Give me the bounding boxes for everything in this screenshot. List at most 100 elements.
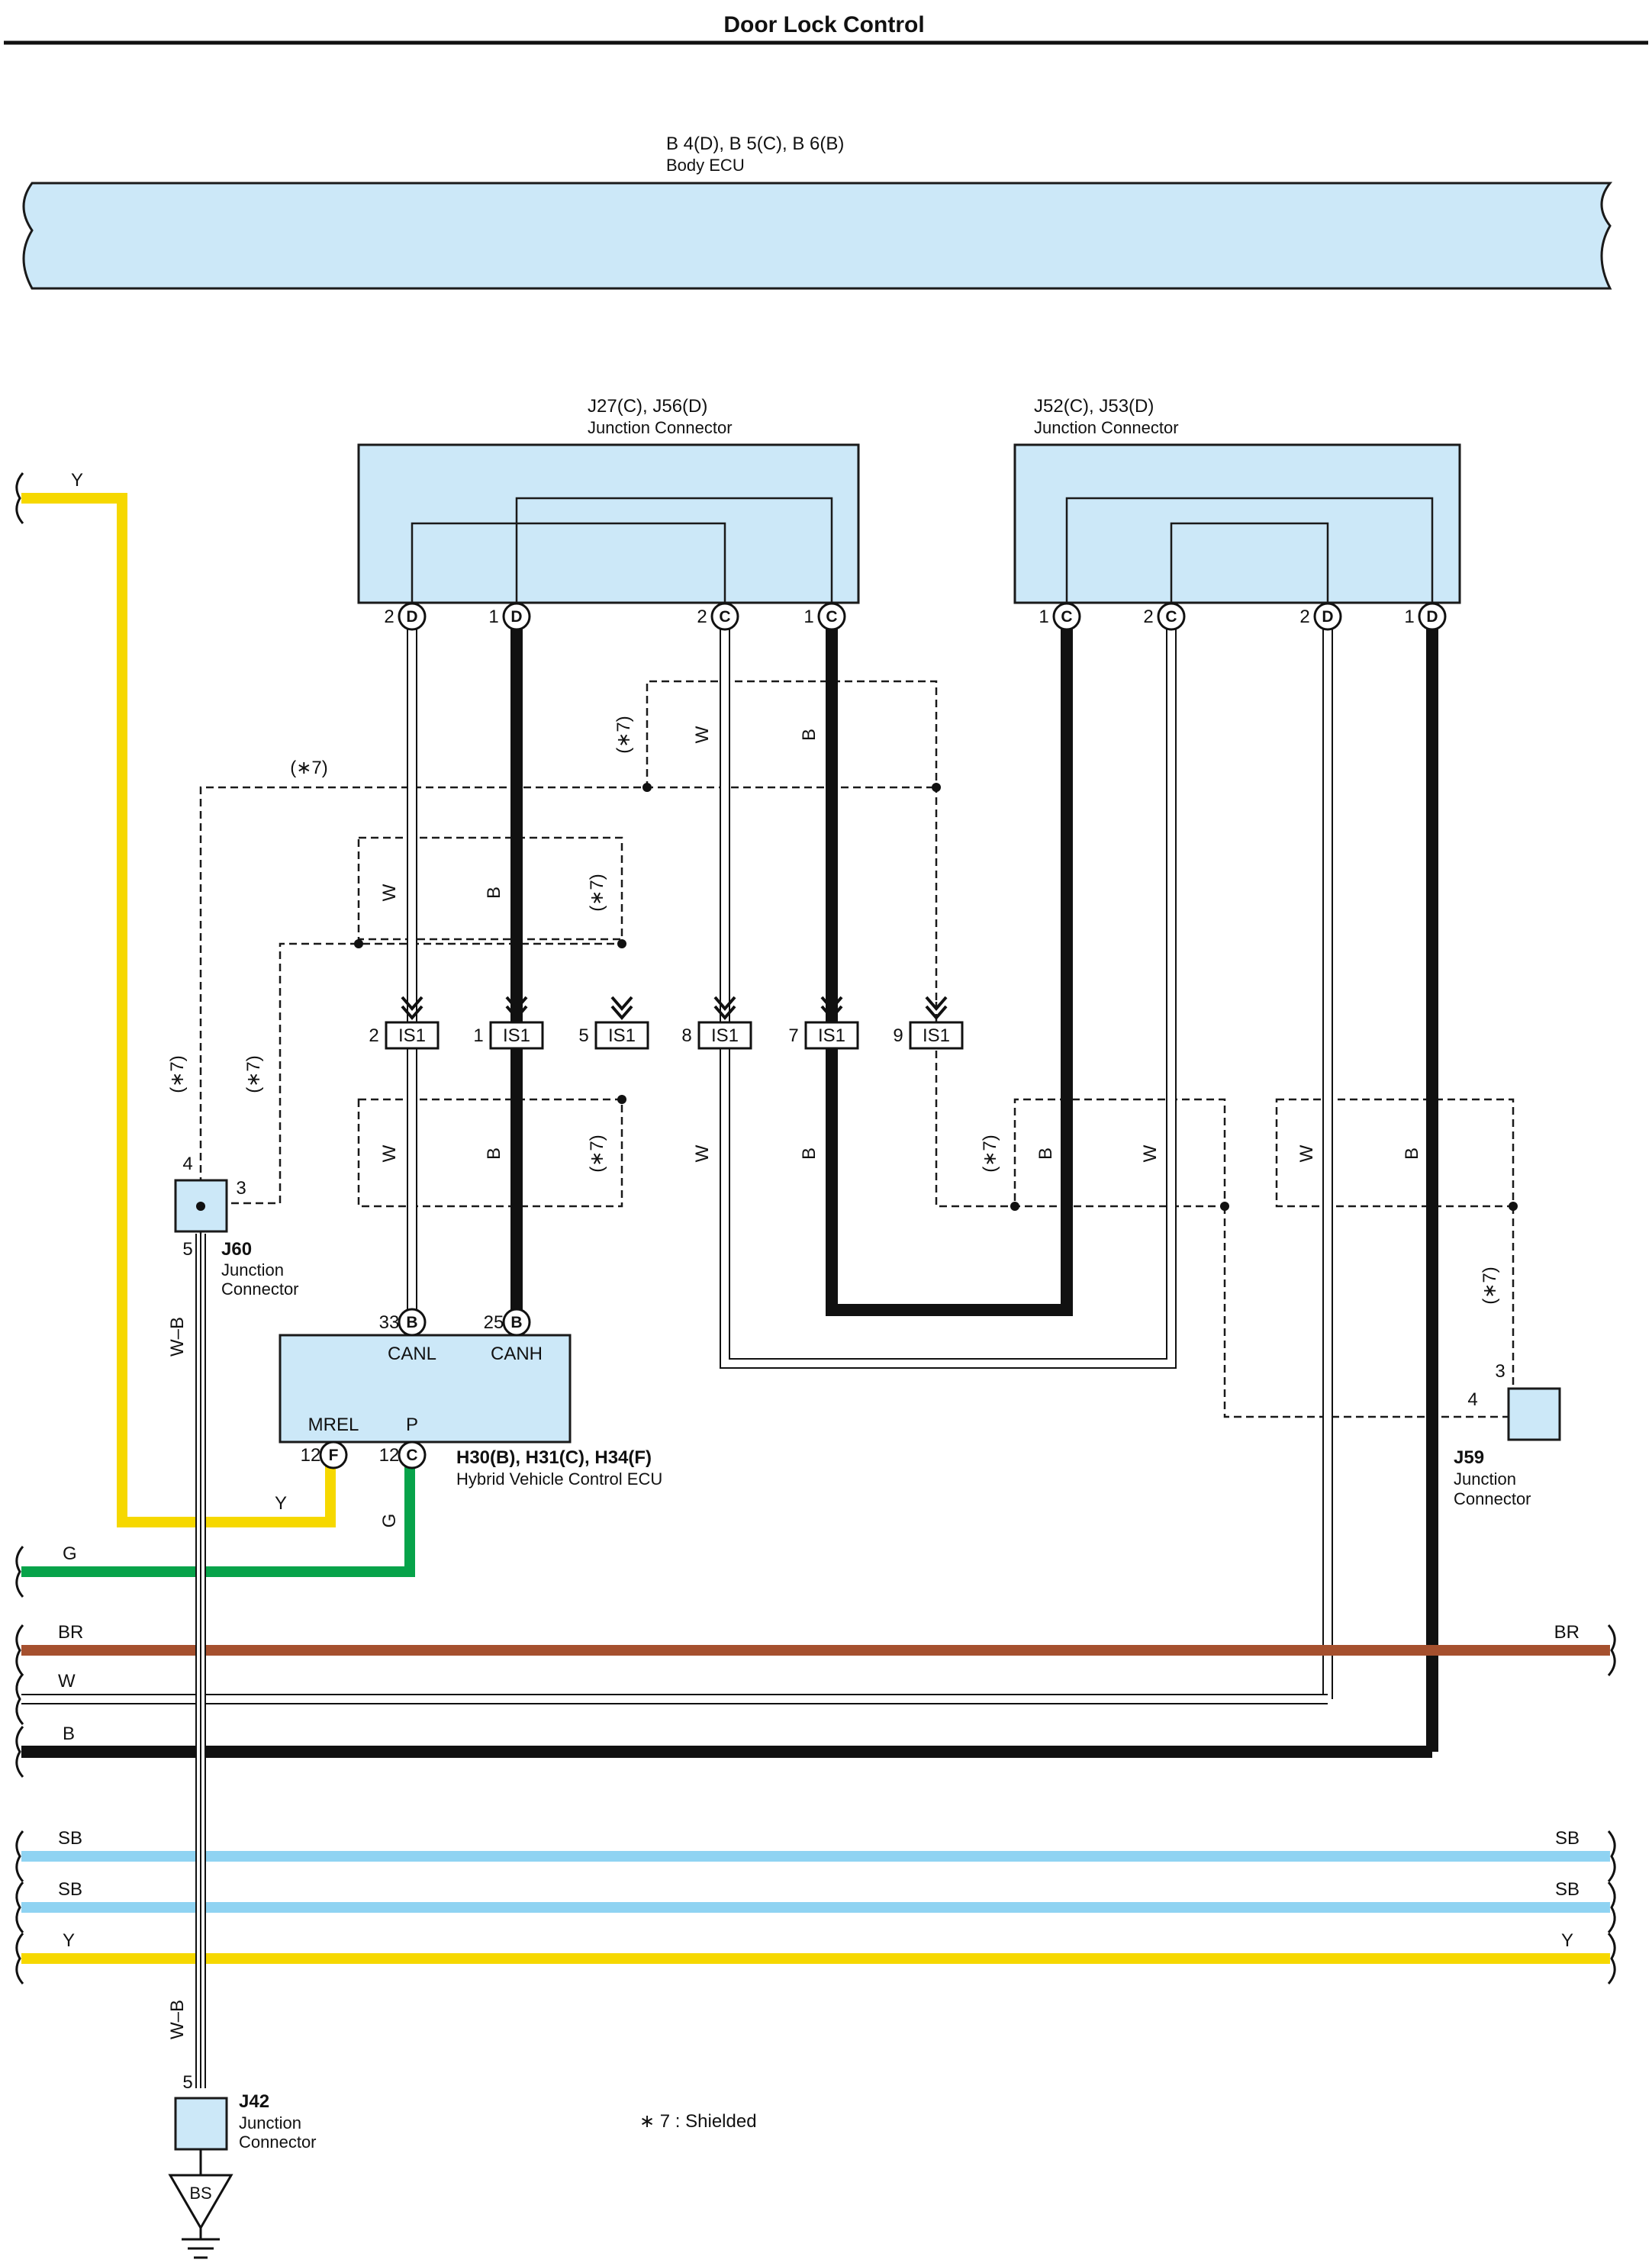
- jc-right-internal-d: [1170, 522, 1329, 603]
- jc-right-name: Junction Connector: [1034, 418, 1179, 437]
- j60-pin-b: 3: [236, 1178, 246, 1199]
- hv-ecu-p: P: [406, 1415, 418, 1435]
- wire-tag-5: B: [799, 729, 820, 741]
- jc-right-pin-3-circle: [1418, 602, 1447, 631]
- hv-pin-canl-letter: B: [406, 1314, 417, 1331]
- jc-right-pin-3-letter: D: [1426, 608, 1438, 626]
- body-ecu-code: B 4(D), B 5(C), B 6(B): [666, 134, 844, 154]
- ground-label: BS: [189, 2184, 211, 2203]
- jc-right-pin-2-circle: [1313, 602, 1342, 631]
- j59-line1: Junction: [1454, 1469, 1516, 1489]
- j59-line2: Connector: [1454, 1489, 1531, 1508]
- body-ecu-box: [22, 182, 1613, 290]
- jc-left-pin-0-circle: [398, 602, 427, 631]
- hv-ecu-canh: CANH: [491, 1344, 543, 1364]
- jc-left-pin-1-number: 1: [488, 607, 498, 627]
- can-wires: [407, 626, 1438, 1752]
- wire-tag-9: W: [1140, 1144, 1161, 1162]
- jc-left-pin-2-number: 2: [697, 607, 707, 627]
- shield-junction-dots: [196, 783, 1518, 1211]
- bus-lines: [21, 493, 1610, 1964]
- hv-pin-canh-letter: B: [510, 1314, 522, 1331]
- j59-box: [1507, 1387, 1561, 1441]
- is1-label-5: IS1: [923, 1025, 950, 1046]
- jc-left-pin-1-circle: [502, 602, 531, 631]
- j60-pin-c: 5: [182, 1239, 192, 1260]
- body-ecu-name: Body ECU: [666, 156, 745, 175]
- is1-box-0: [385, 1021, 440, 1050]
- wire-tag-0: W: [379, 884, 400, 901]
- hv-pin-canl-number: 33: [379, 1312, 400, 1333]
- jc-right-pin-0-number: 1: [1039, 607, 1048, 627]
- jc-left-pin-3-letter: C: [826, 608, 837, 626]
- jc-left-name: Junction Connector: [588, 418, 733, 437]
- bus-tag-1: G: [63, 1543, 77, 1564]
- wire-tag-7: B: [799, 1147, 820, 1160]
- bus-tag-10: SB: [1555, 1879, 1580, 1900]
- is1-label-2: IS1: [608, 1025, 636, 1046]
- hv-pin-canl-circle: [398, 1308, 427, 1337]
- is1-chevron-b-1: [505, 1005, 528, 1021]
- jc-right-pin-1-circle: [1157, 602, 1186, 631]
- shield-tag-4: (∗7): [243, 1055, 264, 1093]
- wire-tag-1: B: [484, 887, 504, 899]
- bus-tag-8: BR: [1554, 1622, 1580, 1643]
- is1-label-1: IS1: [503, 1025, 530, 1046]
- shield-tag-1: (∗7): [587, 874, 607, 911]
- bus-tag-11: Y: [1561, 1930, 1573, 1951]
- jc-left-pin-0-letter: D: [406, 608, 417, 626]
- wire-tag-12: W–B: [167, 1317, 188, 1357]
- bus-tag-3: W: [58, 1671, 76, 1691]
- j42-box: [174, 2097, 228, 2151]
- is1-chevron-b-2: [610, 1005, 633, 1021]
- hv-ecu-mrel: MREL: [308, 1415, 359, 1435]
- jc-right-pin-3-number: 1: [1404, 607, 1414, 627]
- is1-chevron-a-1: [505, 996, 528, 1012]
- j59-code: J59: [1454, 1447, 1484, 1468]
- j60-line1: Junction: [221, 1260, 284, 1279]
- shield-lines: [199, 680, 1515, 1418]
- hv-pin-p-letter: C: [406, 1447, 417, 1464]
- is1-box-3: [697, 1021, 752, 1050]
- jc-left-code: J27(C), J56(D): [588, 396, 707, 417]
- wire-tag-14: G: [379, 1514, 400, 1528]
- is1-pin-1: 1: [473, 1025, 483, 1046]
- bus-tag-7: Y: [63, 1930, 75, 1951]
- hv-pin-p-number: 12: [379, 1445, 400, 1466]
- bus-tag-0: Y: [71, 470, 83, 491]
- ground-icon: [168, 2149, 233, 2259]
- is1-box-1: [489, 1021, 544, 1050]
- shield-tag-3: (∗7): [167, 1055, 188, 1093]
- wire-tag-2: W: [379, 1144, 400, 1162]
- jc-right-pin-2-letter: D: [1322, 608, 1333, 626]
- is1-pin-0: 2: [369, 1025, 378, 1046]
- bus-tag-9: SB: [1555, 1828, 1580, 1849]
- jc-left-pin-3-number: 1: [803, 607, 813, 627]
- j60-line2: Connector: [221, 1279, 299, 1299]
- jc-right-pin-1-number: 2: [1143, 607, 1153, 627]
- is1-chevron-a-2: [610, 996, 633, 1012]
- jc-right-pin-0-letter: C: [1061, 608, 1072, 626]
- j42-line2: Connector: [239, 2132, 317, 2152]
- jc-left-pin-2-circle: [710, 602, 739, 631]
- wire-tag-11: B: [1402, 1147, 1422, 1160]
- is1-chevron-b-4: [820, 1005, 843, 1021]
- hv-pin-mrel-circle: [319, 1440, 348, 1469]
- j42-code: J42: [239, 2091, 269, 2112]
- is1-chevron-b-3: [713, 1005, 736, 1021]
- j42-line1: Junction: [239, 2113, 301, 2132]
- j60-pin-a: 4: [182, 1154, 192, 1174]
- wire-tag-4: W: [692, 726, 713, 743]
- shield-tag-5: (∗7): [980, 1135, 1000, 1172]
- bus-tag-4: B: [63, 1724, 75, 1744]
- is1-label-4: IS1: [818, 1025, 845, 1046]
- jc-right-code: J52(C), J53(D): [1034, 396, 1154, 417]
- is1-label-0: IS1: [398, 1025, 426, 1046]
- wire-tag-8: B: [1035, 1147, 1056, 1160]
- jc-right-internal-c: [1065, 497, 1434, 603]
- is1-pin-5: 9: [893, 1025, 903, 1046]
